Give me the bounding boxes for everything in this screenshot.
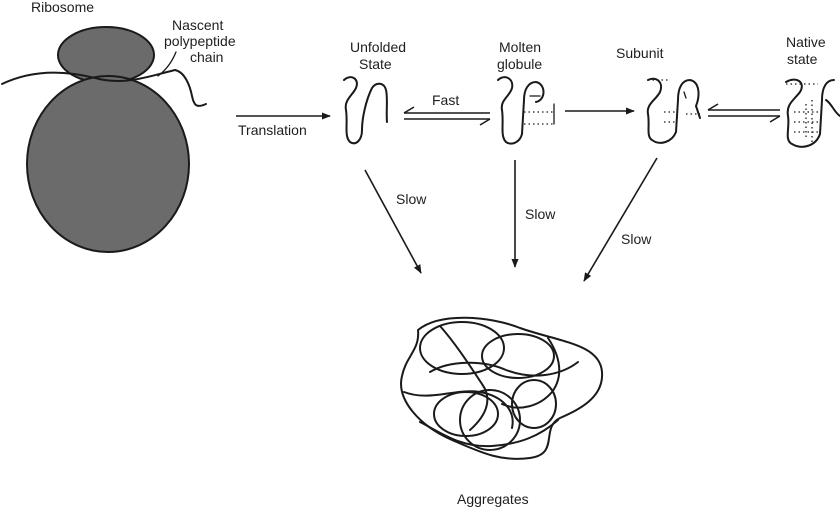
unfolded-chain bbox=[343, 76, 388, 145]
fast-equilibrium-arrows bbox=[403, 106, 491, 126]
native-label-line2: state bbox=[787, 51, 818, 67]
subunit-shape bbox=[646, 77, 701, 144]
nascent-pointer-line bbox=[157, 51, 177, 77]
slow-arrow-right bbox=[583, 157, 658, 282]
aggregates-tangle bbox=[400, 316, 604, 460]
unfolded-label-line2: State bbox=[359, 56, 392, 72]
molten-label-line1: Molten bbox=[499, 39, 541, 55]
ribosome bbox=[1, 26, 207, 253]
nascent-label-line1: Nascent bbox=[172, 17, 223, 33]
native-equilibrium-arrows bbox=[707, 103, 781, 123]
nascent-label-line2: polypeptide bbox=[164, 33, 236, 49]
native-label-line1: Native bbox=[786, 34, 826, 50]
molten-globule-shape bbox=[497, 76, 555, 145]
mrna-strand bbox=[1, 69, 176, 85]
subunit-label: Subunit bbox=[616, 45, 664, 61]
translation-label: Translation bbox=[238, 122, 307, 138]
ribosome-label: Ribosome bbox=[31, 0, 94, 15]
slow-arrow-left bbox=[364, 169, 422, 274]
unfolded-label-line1: Unfolded bbox=[350, 39, 406, 55]
slow-label-left: Slow bbox=[396, 191, 427, 207]
nascent-chain-curve bbox=[174, 69, 207, 107]
aggregates-label: Aggregates bbox=[457, 491, 529, 507]
nascent-label-line3: chain bbox=[190, 49, 223, 65]
slow-label-right: Slow bbox=[621, 231, 652, 247]
molten-label-line2: globule bbox=[497, 56, 542, 72]
fast-label: Fast bbox=[432, 92, 459, 108]
native-state-shape bbox=[785, 78, 840, 148]
ribosome-large-subunit bbox=[26, 75, 190, 253]
slow-label-middle: Slow bbox=[525, 206, 556, 222]
